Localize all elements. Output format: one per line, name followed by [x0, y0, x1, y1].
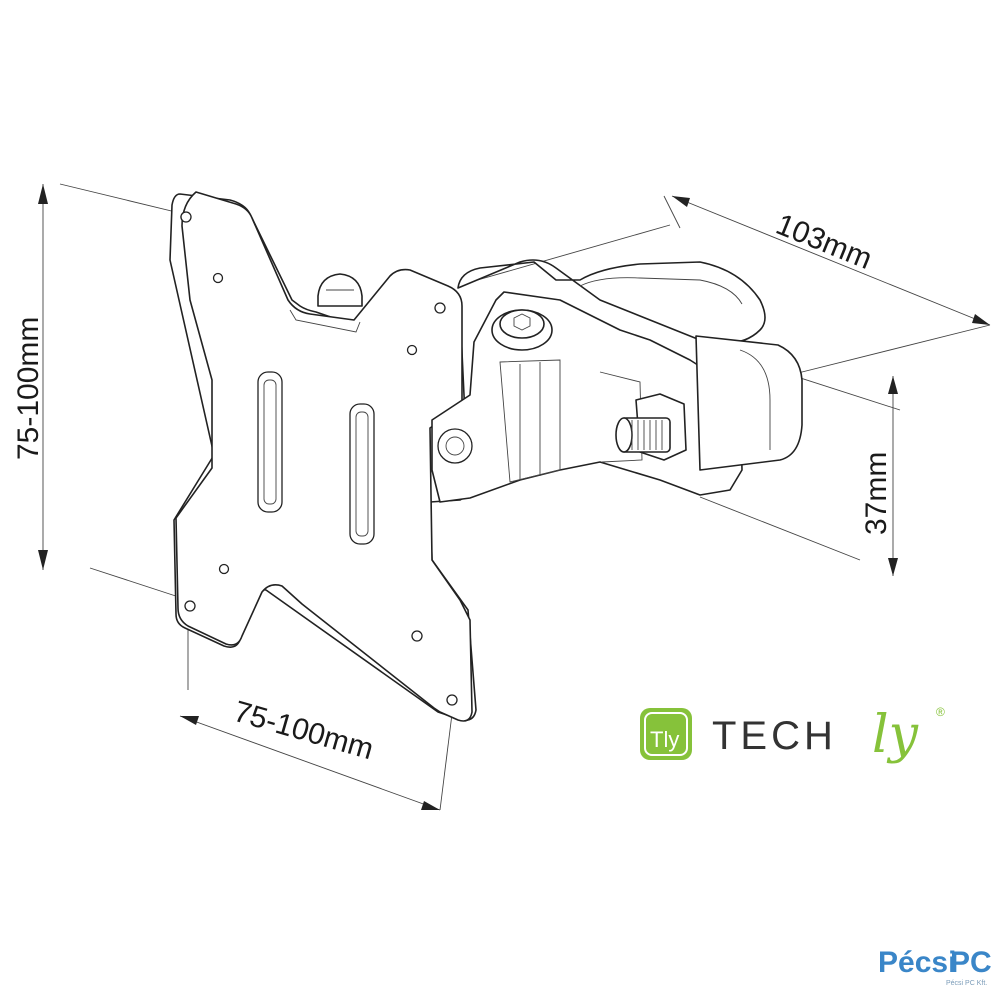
watermark-tagline: Pécsi PC Kft.: [946, 980, 987, 987]
pecsipc-watermark: Pécsi PC Pécsi PC Kft.: [878, 946, 992, 987]
logo-icon-text: Tly: [650, 727, 679, 752]
threaded-stud: [615, 393, 687, 461]
watermark-suffix: PC: [950, 946, 992, 979]
techly-logo-icon: [640, 708, 692, 760]
height-dimension: [38, 183, 189, 601]
techly-logo: Tly TECH ly ®: [640, 705, 945, 765]
depth-label: 103mm: [771, 208, 876, 276]
brand-main: TECH: [712, 714, 837, 758]
width-label: 75-100mm: [230, 695, 377, 766]
registered-mark: ®: [936, 705, 945, 719]
depth-dimension: [459, 195, 991, 376]
height-label: 75-100mm: [12, 317, 45, 460]
hex-bolt: [491, 309, 553, 351]
arm-label: 37mm: [860, 452, 893, 535]
watermark-name: Pécsi: [878, 946, 956, 979]
brand-suffix: ly: [872, 705, 919, 765]
vesa-plate: [175, 191, 473, 722]
clamp-arm: [457, 259, 803, 471]
